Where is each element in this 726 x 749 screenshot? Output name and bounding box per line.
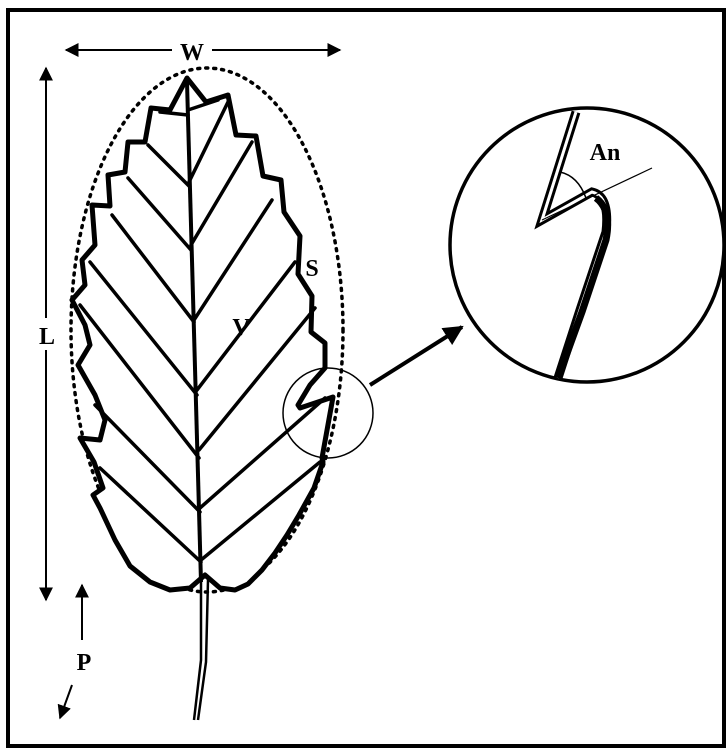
magnified-tooth-detail: An <box>450 108 724 382</box>
petiole-label: P <box>77 650 92 676</box>
vein-label: V <box>232 315 250 341</box>
length-label: L <box>39 324 55 350</box>
magnified-circle <box>450 108 724 382</box>
magnify-arrow <box>370 327 462 385</box>
width-label: W <box>180 40 204 66</box>
leaf-petiole <box>194 580 208 720</box>
angle-label: An <box>590 140 621 166</box>
petiole-down-arrow <box>60 685 72 718</box>
serration-label: S <box>305 256 318 282</box>
